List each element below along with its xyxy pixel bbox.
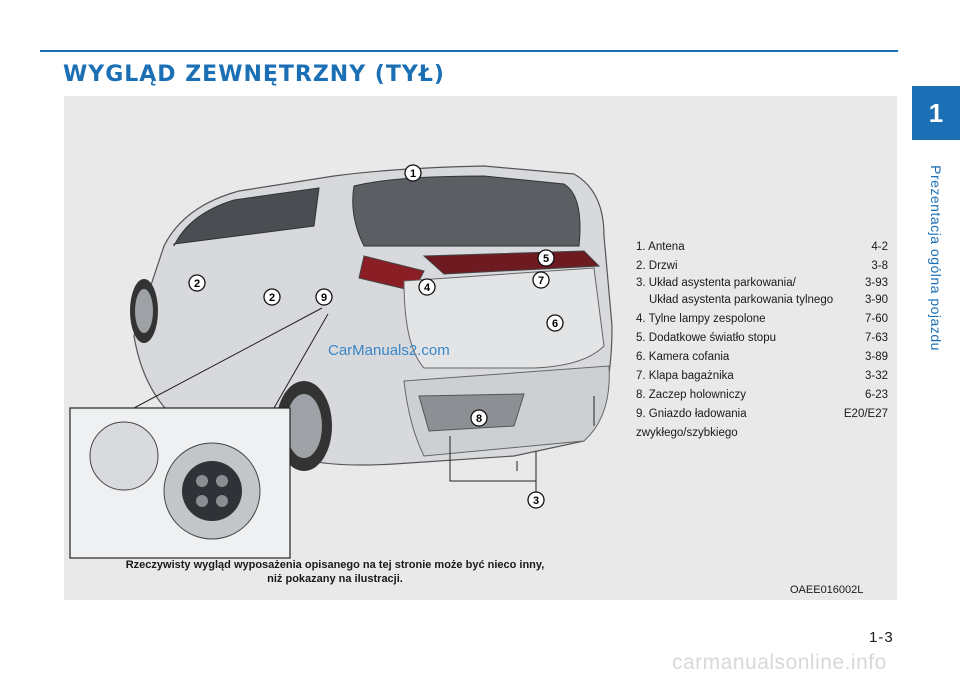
svg-text:3: 3 bbox=[533, 495, 539, 507]
svg-text:8: 8 bbox=[476, 413, 482, 425]
callout-9: 9 bbox=[315, 288, 333, 306]
callout-4: 4 bbox=[418, 278, 436, 296]
svg-text:4: 4 bbox=[424, 282, 431, 294]
svg-text:5: 5 bbox=[543, 253, 549, 265]
car-rear-illustration: 1 2 2 9 4 5 7 6 8 3 bbox=[69, 164, 613, 559]
legend-row: 3. Układ asystenta parkowania/3-93 bbox=[636, 277, 888, 289]
svg-text:2: 2 bbox=[194, 278, 200, 290]
side-windows bbox=[173, 187, 320, 247]
callout-6: 6 bbox=[546, 314, 564, 332]
charging-port-flap bbox=[89, 421, 159, 491]
footer-watermark: carmanualsonline.info bbox=[672, 651, 887, 674]
page-number: 1-3 bbox=[869, 629, 894, 646]
page-title: WYGLĄD ZEWNĘTRZNY (TYŁ) bbox=[63, 62, 445, 87]
tail-light-bar bbox=[422, 250, 601, 275]
bumper-insert bbox=[418, 393, 525, 432]
callout-1: 1 bbox=[404, 164, 422, 182]
svg-text:7: 7 bbox=[538, 275, 544, 287]
svg-text:9: 9 bbox=[321, 292, 327, 304]
callout-2b: 2 bbox=[263, 288, 281, 306]
svg-text:2: 2 bbox=[269, 292, 275, 304]
svg-text:1: 1 bbox=[410, 168, 416, 180]
callout-5: 5 bbox=[537, 249, 555, 267]
callout-3: 3 bbox=[527, 491, 545, 509]
callout-2a: 2 bbox=[188, 274, 206, 292]
svg-text:6: 6 bbox=[552, 318, 558, 330]
chapter-tab-number[interactable]: 1 bbox=[912, 86, 960, 140]
callout-8: 8 bbox=[470, 409, 488, 427]
illustration-caption: Rzeczywisty wygląd wyposażenia opisanego… bbox=[125, 559, 545, 585]
image-code: OAEE016002L bbox=[790, 584, 864, 596]
rear-window bbox=[352, 175, 581, 247]
callout-7: 7 bbox=[532, 271, 550, 289]
tailgate bbox=[403, 267, 605, 369]
sensor-leader-lines bbox=[449, 436, 537, 482]
header-rule bbox=[40, 50, 898, 52]
watermark-text: CarManuals2.com bbox=[328, 342, 450, 359]
chapter-tab-label[interactable]: Prezentacja ogólna pojazdu bbox=[928, 165, 944, 351]
